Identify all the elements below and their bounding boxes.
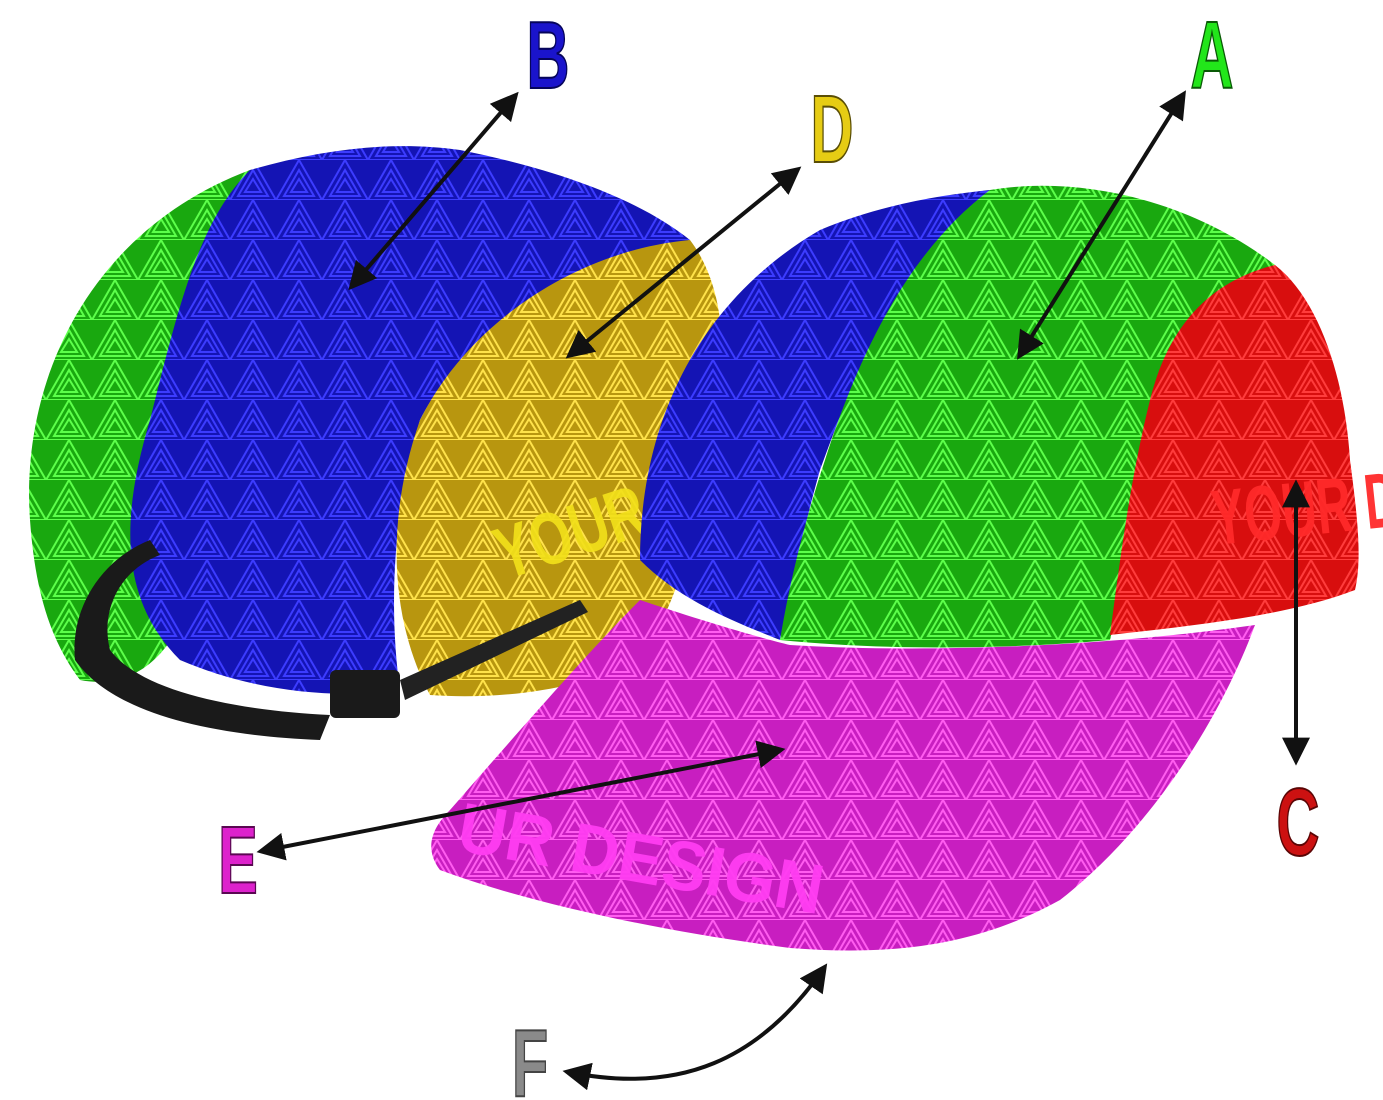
- front-cap-brim: [431, 600, 1255, 951]
- callout-arrows: [256, 90, 1310, 1091]
- back-cap-green-panel: [29, 150, 390, 682]
- arrow-b: [348, 91, 519, 291]
- panel-labels: A B C D E F: [217, 1, 1320, 1100]
- label-d: D: [811, 75, 854, 182]
- label-c: C: [1277, 768, 1320, 875]
- back-cap-strap-buckle: [330, 670, 400, 718]
- back-cap-strap: [74, 540, 331, 740]
- label-f: F: [512, 1009, 548, 1100]
- front-cap-blue-panel: [640, 190, 990, 640]
- arrow-a: [1017, 90, 1186, 360]
- back-cap: YOUR D: [29, 146, 722, 740]
- back-cap-blue-panel: [130, 146, 690, 694]
- label-e: E: [218, 806, 258, 913]
- arrow-f: [562, 963, 828, 1091]
- label-a: A: [1191, 1, 1234, 108]
- arrow-e: [256, 740, 786, 861]
- arrow-d: [565, 166, 802, 359]
- label-b: B: [527, 1, 570, 108]
- back-cap-strap-tail: [400, 600, 588, 700]
